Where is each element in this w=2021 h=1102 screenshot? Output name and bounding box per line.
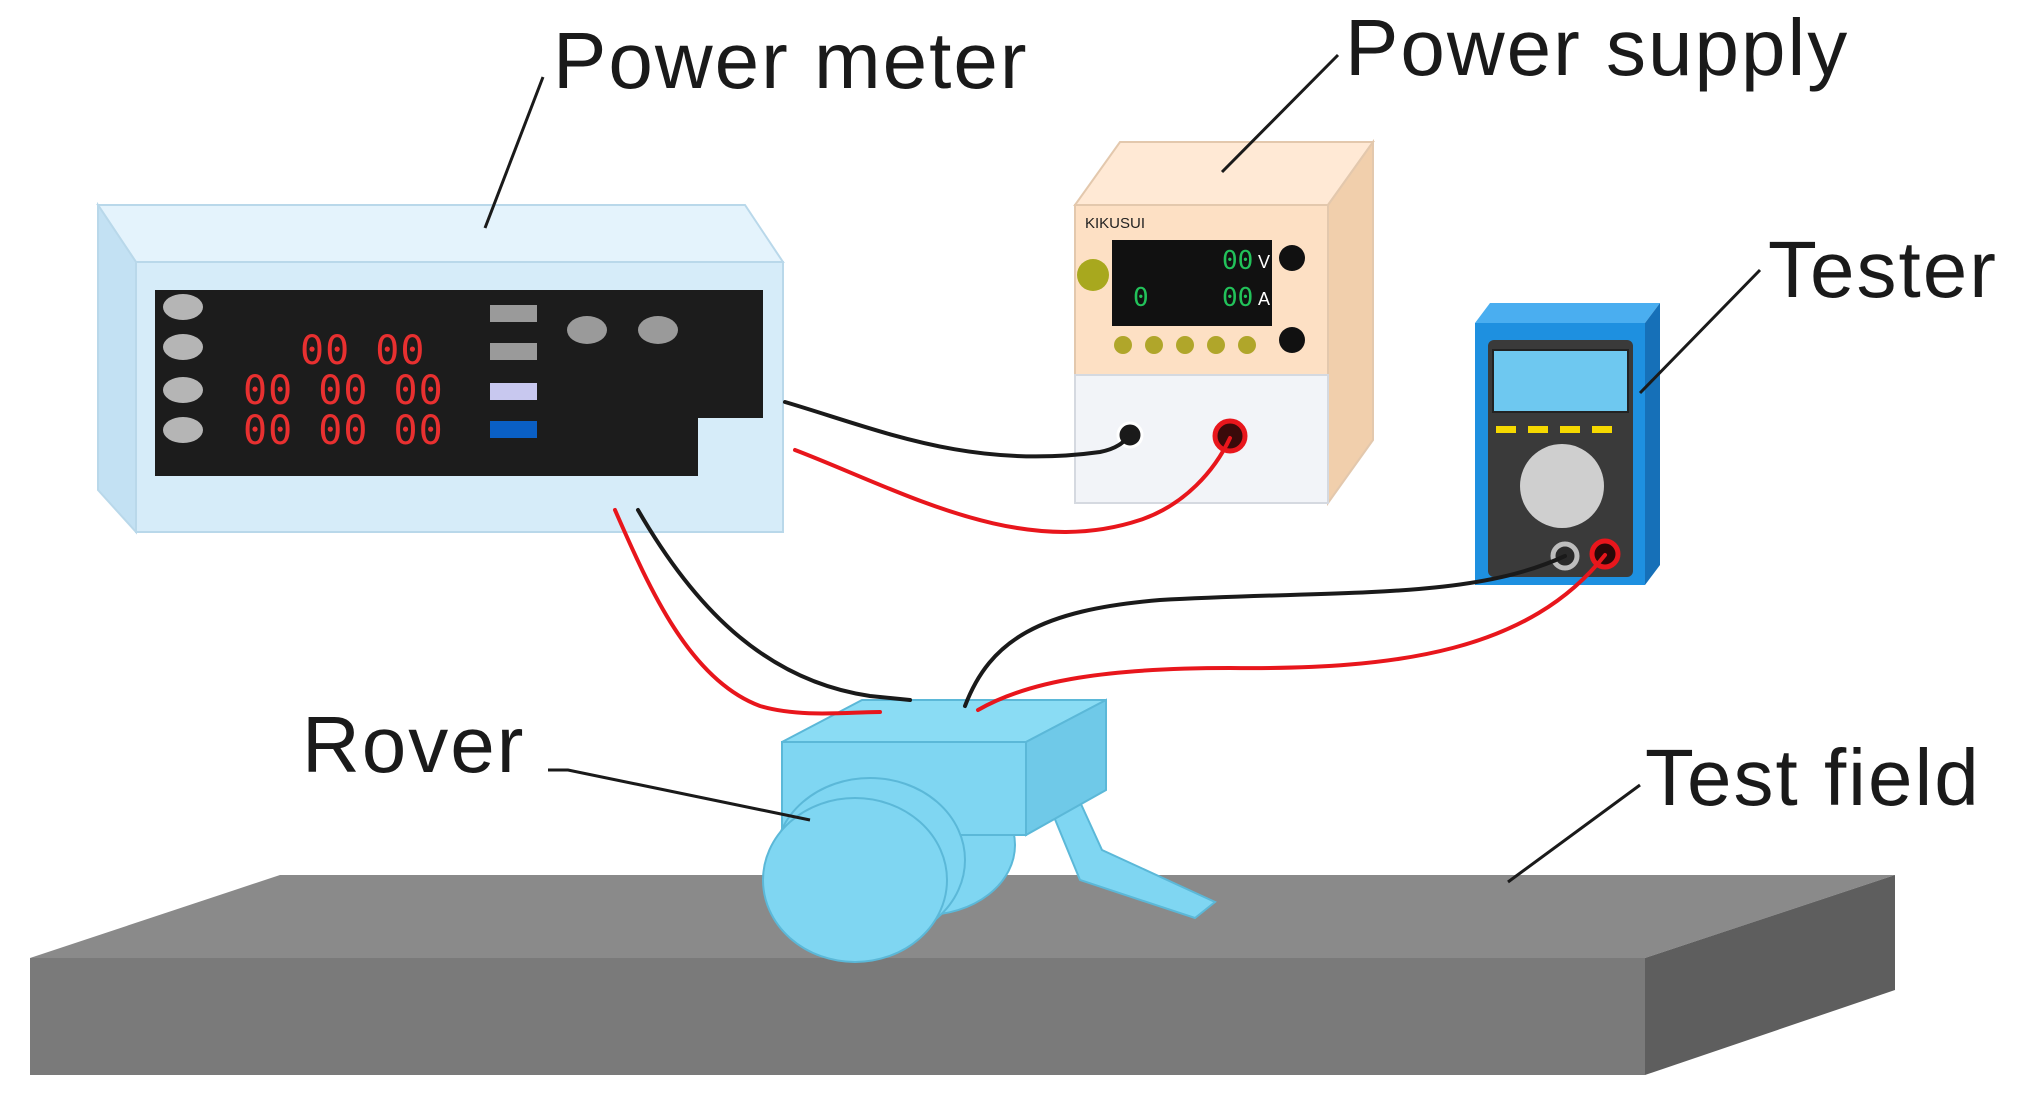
label-power-supply: Power supply [1345, 3, 1849, 92]
power-supply-side [1327, 138, 1374, 507]
power-supply-display [1112, 240, 1272, 326]
power-supply-button[interactable] [1279, 327, 1305, 353]
tester-dial[interactable] [1520, 444, 1604, 528]
power-supply-small-button[interactable] [1114, 336, 1132, 354]
power-supply-brand: KIKUSUI [1085, 215, 1145, 232]
wire-red-meter-supply [793, 436, 1232, 534]
test-field [30, 875, 1895, 1075]
power-supply-small-button[interactable] [1145, 336, 1163, 354]
power-supply-small-button[interactable] [1238, 336, 1256, 354]
wire-black-meter-supply [783, 400, 1132, 459]
label-rover: Rover [302, 700, 525, 789]
power-supply-left-value: 0 [1133, 283, 1149, 313]
power-supply-top [1073, 141, 1375, 206]
tester-indicator [1528, 426, 1548, 433]
leader-tester [1638, 268, 1762, 395]
label-tester: Tester [1768, 225, 1998, 314]
power-supply-current-value: 00 [1222, 283, 1253, 313]
power-supply-knob[interactable] [1077, 259, 1109, 291]
tester-screen [1492, 349, 1629, 413]
meter-button[interactable] [163, 294, 203, 320]
meter-readout-row3: 00 00 00 [243, 408, 444, 454]
power-supply-small-button[interactable] [1176, 336, 1194, 354]
label-test-field: Test field [1645, 733, 1981, 822]
power-supply-button[interactable] [1279, 245, 1305, 271]
wire-black-meter-rover [636, 508, 912, 702]
power-supply-small-button[interactable] [1207, 336, 1225, 354]
meter-indicator [490, 421, 537, 438]
tester-indicator [1496, 426, 1516, 433]
rover [762, 698, 1217, 963]
meter-knob[interactable] [567, 316, 607, 344]
power-meter-side [97, 201, 137, 535]
power-supply-voltage-unit: V [1258, 252, 1270, 272]
meter-button[interactable] [163, 417, 203, 443]
meter-indicator [490, 383, 537, 400]
tester [1475, 303, 1660, 585]
power-supply-current-unit: A [1258, 289, 1270, 309]
meter-button[interactable] [163, 334, 203, 360]
tester-indicator [1560, 426, 1580, 433]
power-meter-panel [155, 290, 763, 476]
power-supply-voltage-value: 00 [1222, 246, 1253, 276]
wire-red-meter-rover [613, 508, 882, 716]
leader-lines [483, 53, 1762, 884]
wire-red-rover-tester [976, 553, 1607, 712]
meter-readout-row2: 00 00 00 [243, 368, 444, 414]
tester-top [1475, 303, 1660, 323]
power-meter-top [96, 204, 785, 263]
test-field-side [1645, 875, 1895, 1075]
meter-knob[interactable] [638, 316, 678, 344]
leader-power-supply [1220, 53, 1340, 174]
leader-test-field [1507, 783, 1641, 884]
meter-indicator [490, 343, 537, 360]
wires [613, 400, 1607, 716]
power-supply-front-lower [1074, 374, 1329, 504]
leader-rover [548, 768, 811, 822]
label-power-meter: Power meter [553, 16, 1028, 105]
meter-button[interactable] [163, 377, 203, 403]
wire-black-rover-tester [963, 554, 1567, 708]
rover-front-wheel-face [762, 797, 948, 963]
meter-indicator [490, 305, 537, 322]
tester-side [1645, 303, 1660, 585]
power-meter: 00 00 00 00 00 00 00 00 [96, 201, 785, 535]
test-field-front [30, 958, 1645, 1075]
leader-power-meter [483, 76, 545, 229]
power-supply: KIKUSUI 00 V 0 00 A [1073, 138, 1375, 507]
tester-indicator [1592, 426, 1612, 433]
test-field-top [30, 875, 1895, 958]
meter-readout-row1: 00 00 [300, 328, 425, 374]
